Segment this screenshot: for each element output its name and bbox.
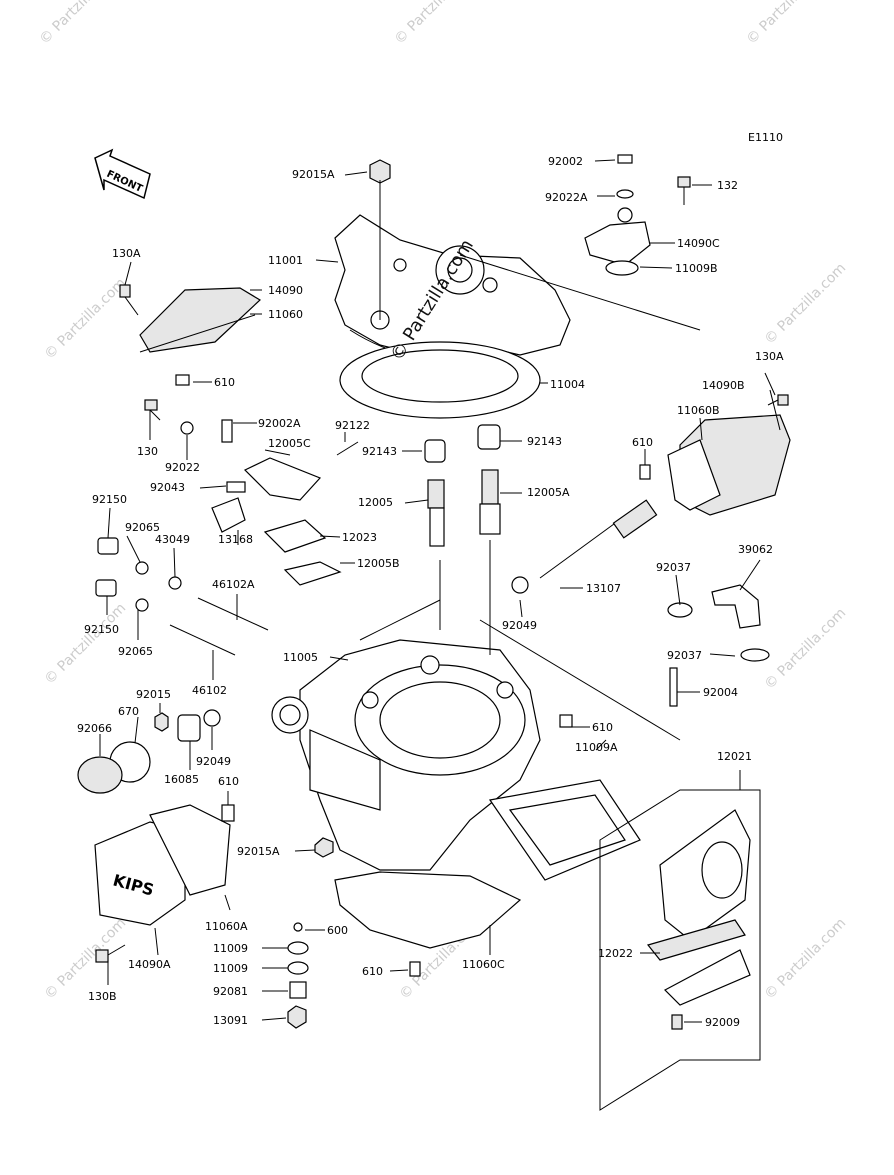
part-label: 14090B: [702, 379, 745, 392]
part-label: 11005: [283, 651, 318, 664]
part-label: 11009B: [675, 262, 718, 275]
part-label: 92150: [92, 493, 127, 506]
gasket-11060A: [149, 804, 231, 896]
part-label: 92022A: [545, 191, 588, 204]
part-label: 11009: [213, 942, 248, 955]
part-label: 11004: [550, 378, 585, 391]
part-label: 92037: [667, 649, 702, 662]
part-label: 92022: [165, 461, 200, 474]
watermark: © Partzilla.com: [37, 0, 125, 48]
watermark: © Partzilla.com: [42, 275, 130, 363]
watermark: © Partzilla.com: [392, 0, 480, 48]
part-label: 92043: [150, 481, 185, 494]
cylinder-head: [334, 214, 571, 361]
part-label: 92150: [84, 623, 119, 636]
part-label: 14090A: [128, 958, 171, 971]
part-label: 92015: [136, 688, 171, 701]
head-gasket: [339, 341, 541, 419]
part-label: 92049: [502, 619, 537, 632]
part-label: 11060C: [462, 958, 505, 971]
diagram-code: E1110: [748, 131, 783, 144]
part-label: 39062: [738, 543, 773, 556]
part-label: 11009: [213, 962, 248, 975]
part-label: 92002: [548, 155, 583, 168]
part-label: 11001: [268, 254, 303, 267]
valve-cover-14090A: [94, 821, 186, 926]
part-label: 12022: [598, 947, 633, 960]
part-label: 130A: [112, 247, 141, 260]
front-arrow-icon: FRONT: [94, 148, 151, 200]
part-label: 130: [137, 445, 158, 458]
part-label: 12005C: [268, 437, 311, 450]
part-label: 46102: [192, 684, 227, 697]
gasket-11060B: [667, 439, 721, 511]
part-label: 92009: [705, 1016, 740, 1029]
part-label: 13168: [218, 533, 253, 546]
part-label: 92122: [335, 419, 370, 432]
part-label: 14090C: [677, 237, 720, 250]
part-labels: 92015A 11001 130A 14090 11060 610 130 92…: [77, 155, 784, 1029]
reed-kit-box: [599, 789, 761, 1111]
part-label: 92037: [656, 561, 691, 574]
part-label: 92081: [213, 985, 248, 998]
part-label: 92143: [362, 445, 397, 458]
watermark: © Partzilla.com: [42, 600, 130, 688]
part-label: 12005A: [527, 486, 570, 499]
part-label: 12021: [717, 750, 752, 763]
valve-cover-14090: [139, 287, 261, 353]
cylinder-block: [271, 639, 541, 871]
part-label: 610: [592, 721, 613, 734]
watermark: © Partzilla.com: [744, 0, 832, 48]
part-label: 92002A: [258, 417, 301, 430]
part-label: 13107: [586, 582, 621, 595]
part-label: 92143: [527, 435, 562, 448]
part-label: 132: [717, 179, 738, 192]
part-label: 610: [632, 436, 653, 449]
watermark: © Partzilla.com: [762, 915, 850, 1003]
part-label: 11060A: [205, 920, 248, 933]
leader-lines: [99, 159, 781, 1023]
watermark: © Partzilla.com: [762, 605, 850, 693]
reed-gasket-inner: [508, 794, 626, 866]
part-label: 46102A: [212, 578, 255, 591]
part-label: 13091: [213, 1014, 248, 1027]
part-label: 130A: [755, 350, 784, 363]
part-label: 92015A: [292, 168, 335, 181]
part-label: 12005B: [357, 557, 400, 570]
part-label: 92066: [77, 722, 112, 735]
watermark: © Partzilla.com: [762, 260, 850, 348]
part-label: 670: [118, 705, 139, 718]
part-label: 610: [214, 376, 235, 389]
part-label: 12005: [358, 496, 393, 509]
part-label: 600: [327, 924, 348, 937]
water-outlet: [584, 207, 651, 276]
part-label: 11060: [268, 308, 303, 321]
part-label: 610: [362, 965, 383, 978]
part-label: 130B: [88, 990, 117, 1003]
part-label: 92065: [118, 645, 153, 658]
part-label: 92004: [703, 686, 738, 699]
part-label: 11060B: [677, 404, 720, 417]
base-gasket: [334, 871, 522, 949]
part-label: 11009A: [575, 741, 618, 754]
part-label: 43049: [155, 533, 190, 546]
part-label: 610: [218, 775, 239, 788]
part-label: 92049: [196, 755, 231, 768]
part-label: 16085: [164, 773, 199, 786]
part-label: 14090: [268, 284, 303, 297]
hardware: [77, 154, 789, 1030]
part-label: 92015A: [237, 845, 280, 858]
part-label: 12023: [342, 531, 377, 544]
part-label: 92065: [125, 521, 160, 534]
